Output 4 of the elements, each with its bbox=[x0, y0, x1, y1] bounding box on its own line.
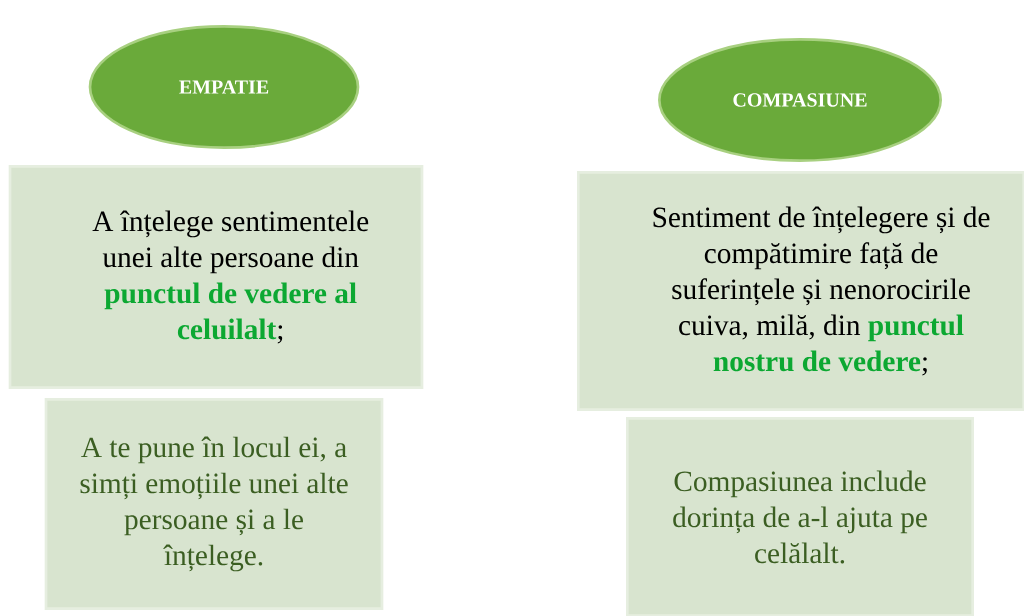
definition-box: Sentiment de înțelegere și de compătimire față de suferințele și nenorocirile cuiva, milă, din punctul nostru de vedere; bbox=[577, 171, 1024, 411]
definition-box: A înțelege sentimentele unei alte persoane din punctul de vedere al celuilalt; bbox=[8, 165, 424, 389]
note-box: A te pune în locul ei, a simți emoțiile unei alte persoane și a le înțelege. bbox=[44, 398, 384, 610]
note-box: Compasiunea include dorința de a-l ajuta pe celălalt. bbox=[626, 417, 974, 616]
